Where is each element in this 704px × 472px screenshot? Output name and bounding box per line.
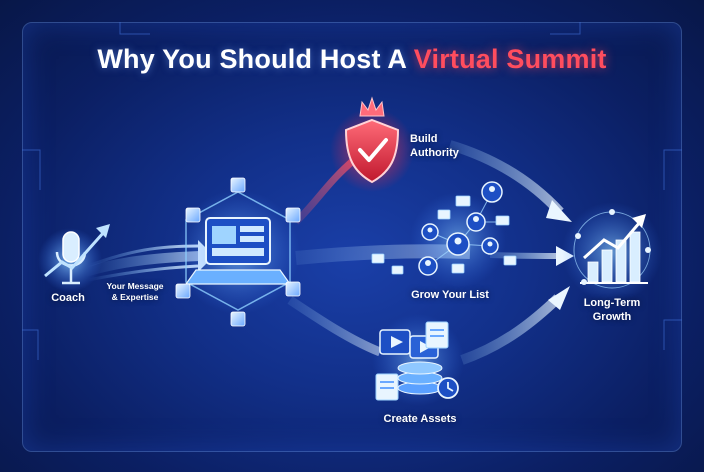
microphone-icon	[38, 224, 110, 292]
message-line1: Your Message	[106, 281, 164, 291]
media-assets-icon	[372, 314, 464, 406]
flow-to-growth	[448, 140, 574, 365]
page-title: Why You Should Host A Virtual Summit	[97, 44, 607, 74]
envelope-icon	[371, 195, 517, 275]
growth-line1: Long-Term	[583, 297, 641, 309]
message-label: Your Message & Expertise	[96, 281, 174, 303]
flow-stream-assets	[287, 296, 382, 357]
platform-hub-icon	[175, 177, 301, 327]
growth-label: Long-Term Growth	[572, 296, 652, 324]
authority-line1: Build	[410, 133, 438, 145]
assets-label: Create Assets	[383, 413, 457, 425]
authority-label: Build Authority	[410, 132, 482, 160]
coach-label: Coach	[51, 292, 85, 304]
title-highlight: Virtual Summit	[413, 44, 607, 74]
authority-line2: Authority	[410, 147, 459, 159]
frame-border	[22, 22, 682, 452]
growth-line2: Growth	[592, 311, 632, 323]
list-label: Grow Your List	[411, 289, 489, 301]
crown-icon	[359, 96, 385, 117]
shield-check-icon	[330, 108, 414, 192]
clock-icon	[437, 377, 459, 399]
message-line2: & Expertise	[111, 292, 159, 302]
growth-chart-icon	[562, 202, 662, 302]
circuit-traces	[22, 22, 682, 360]
